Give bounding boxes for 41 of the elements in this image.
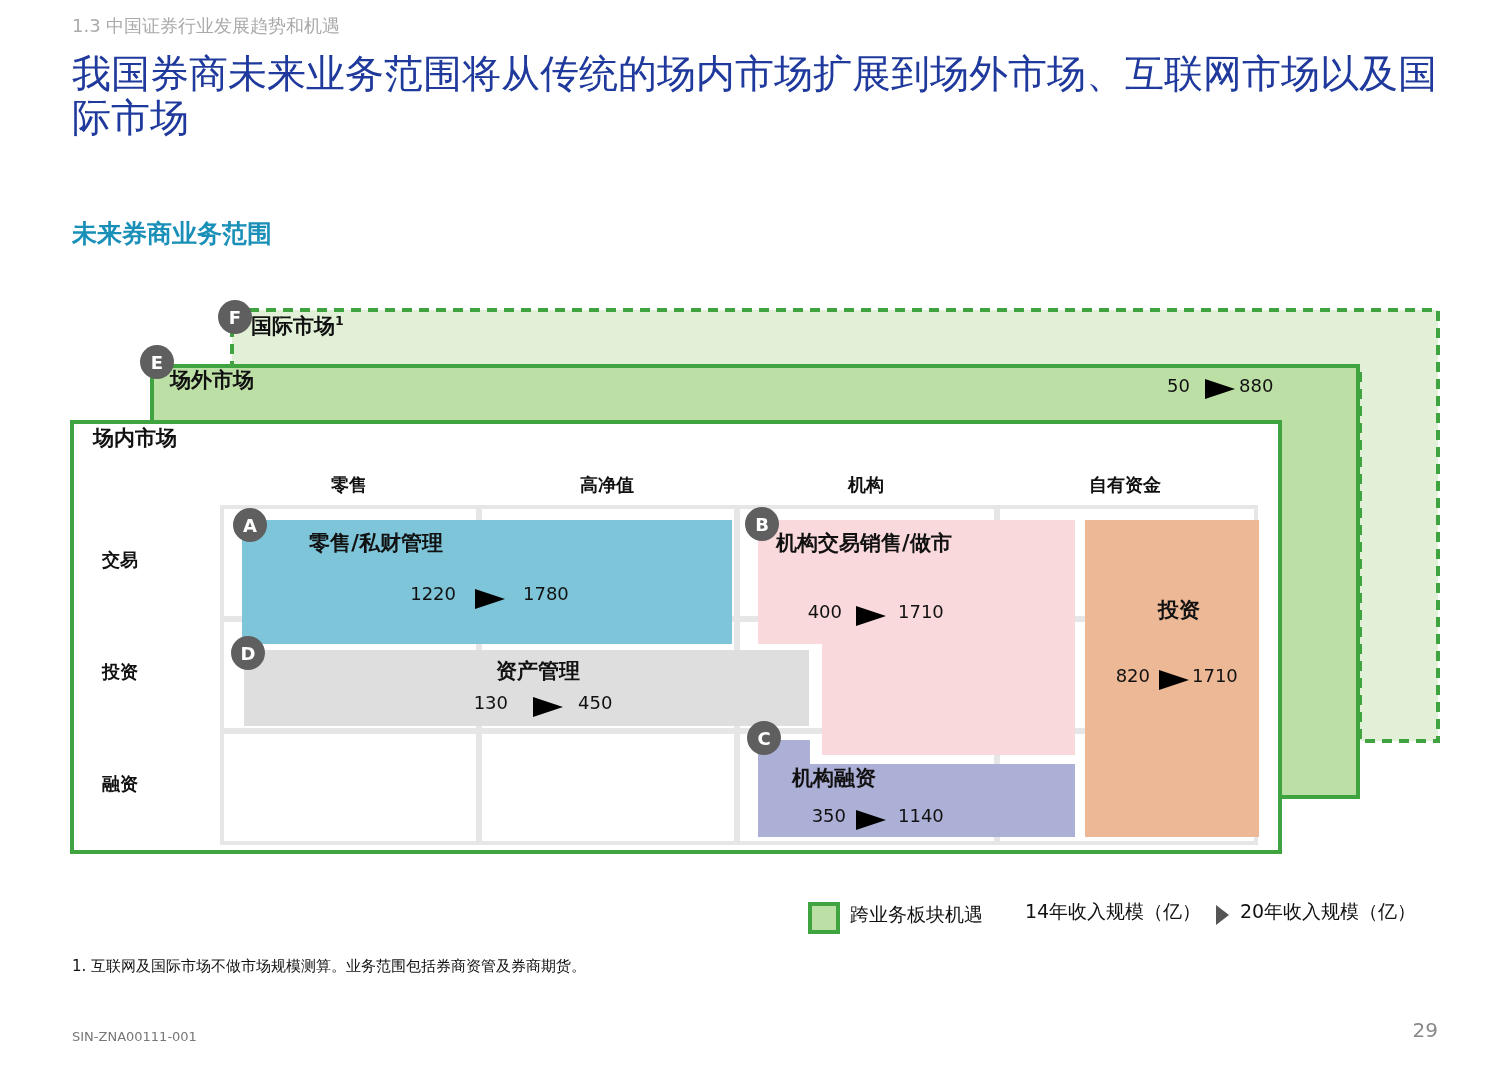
revenue-value: 1710: [898, 601, 944, 623]
business-block: [758, 520, 1075, 755]
legend-text: 20年收入规模（亿）: [1240, 899, 1417, 924]
block-title: 场内市场: [93, 426, 177, 452]
revenue-value: 400: [807, 601, 842, 623]
revenue-value: 880: [1239, 375, 1274, 397]
revenue-value: 130: [473, 692, 508, 714]
column-header: 自有资金: [1089, 473, 1161, 497]
column-header: 高净值: [580, 473, 634, 497]
column-header: 机构: [848, 473, 884, 497]
block-title: 投资: [1158, 598, 1200, 624]
market-panel: [70, 420, 1282, 854]
block-title: 机构交易销售/做市: [776, 531, 952, 557]
page-number: 29: [1412, 1018, 1438, 1042]
revenue-value: 1140: [898, 805, 944, 827]
letter-badge: A: [233, 508, 267, 542]
business-block: [242, 520, 732, 644]
block-title: 资产管理: [496, 659, 580, 685]
row-header: 融资: [102, 772, 138, 796]
document-code: SIN-ZNA00111-001: [72, 1028, 197, 1044]
legend-text: 14年收入规模（亿）: [1025, 899, 1202, 924]
revenue-value: 1780: [523, 583, 569, 605]
block-title: 零售/私财管理: [309, 531, 443, 557]
chart-subtitle: 未来券商业务范围: [72, 217, 272, 250]
footnote: 1. 互联网及国际市场不做市场规模测算。业务范围包括券商资管及券商期货。: [72, 956, 587, 976]
section-header: 1.3 中国证券行业发展趋势和机遇: [72, 14, 341, 38]
revenue-value: 50: [1167, 375, 1190, 397]
revenue-value: 450: [578, 692, 613, 714]
revenue-value: 350: [811, 805, 846, 827]
revenue-value: 1710: [1192, 665, 1238, 687]
row-header: 投资: [102, 660, 138, 684]
letter-badge: F: [218, 300, 252, 334]
revenue-value: 1220: [410, 583, 456, 605]
column-header: 零售: [331, 473, 367, 497]
business-block: [1085, 520, 1259, 837]
legend-text: 跨业务板块机遇: [850, 902, 983, 927]
block-title: 国际市场$^{1}$: [251, 312, 344, 340]
page-title: 我国券商未来业务范围将从传统的场内市场扩展到场外市场、互联网市场以及国际市场: [72, 52, 1438, 140]
letter-badge: D: [231, 636, 265, 670]
revenue-value: 820: [1115, 665, 1150, 687]
block-title: 机构融资: [792, 766, 876, 792]
